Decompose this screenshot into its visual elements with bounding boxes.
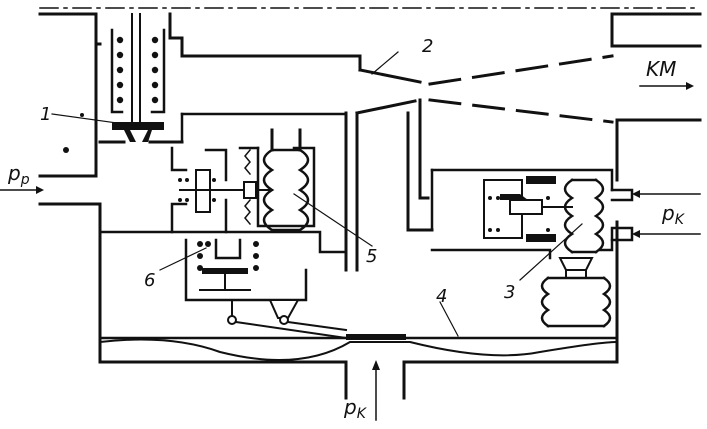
label-p-r: pp	[7, 161, 30, 188]
arrow-p-k-right	[632, 190, 701, 238]
housing	[38, 7, 702, 400]
label-part-4: 4	[436, 286, 447, 307]
chamber-6	[184, 238, 308, 325]
corrector-dots	[488, 196, 550, 232]
label-part-1: 1	[40, 104, 51, 125]
pilot-chamber	[98, 112, 348, 254]
label-part-3: 3	[504, 282, 515, 303]
label-p-k-bottom: pK	[343, 395, 368, 422]
pilot-valve-dots	[178, 178, 216, 202]
label-p-k-right-main: p	[661, 201, 675, 225]
lower-bellows	[540, 257, 612, 328]
label-p-k-bottom-main: p	[343, 395, 357, 419]
membrane-4	[98, 320, 619, 361]
venturi-2	[355, 54, 614, 124]
leader-lines	[51, 51, 583, 337]
bellows-3	[563, 178, 605, 254]
spring-1	[116, 36, 159, 104]
arrow-p-r-in	[0, 186, 44, 194]
valve-1	[63, 13, 184, 153]
spring-6	[197, 241, 259, 271]
arrow-p-k-bottom	[372, 360, 380, 421]
corrector-chamber	[430, 168, 634, 328]
bellows-5	[255, 128, 310, 232]
label-part-5: 5	[366, 246, 377, 267]
label-p-r-sub: p	[20, 172, 30, 188]
label-p-r-main: p	[7, 161, 21, 185]
label-part-6: 6	[144, 270, 155, 291]
arrow-km-out	[639, 82, 694, 90]
label-p-k-right: pK	[661, 201, 686, 228]
label-part-2: 2	[422, 36, 433, 57]
label-p-k-right-sub: K	[675, 212, 686, 228]
label-p-k-bottom-sub: K	[357, 406, 368, 422]
label-km: KM	[646, 57, 676, 81]
